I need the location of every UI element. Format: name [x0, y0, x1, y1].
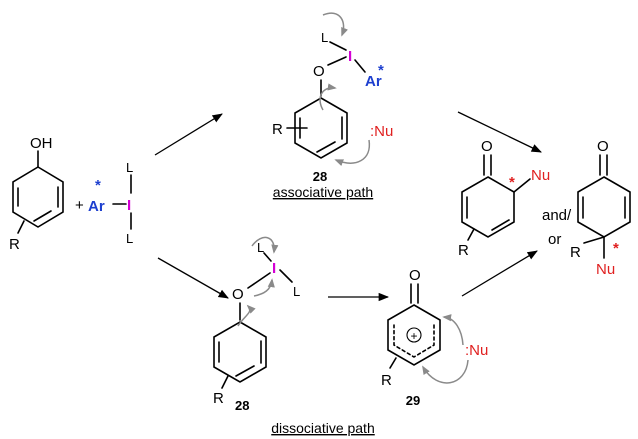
para-nu: Nu: [596, 261, 615, 278]
arrow-to-associative: [154, 113, 223, 156]
assoc-compound-number: 28: [313, 169, 327, 184]
dissoc-i-o-bond: [247, 272, 271, 289]
phenol-ring: [12, 166, 64, 228]
curly-arrow-cation-bottom: [422, 359, 469, 384]
connector-and: and/: [542, 207, 572, 224]
assoc-r: R: [272, 121, 283, 138]
curly-arrow-dissoc-l: [251, 236, 279, 254]
phenol-oh: OH: [30, 135, 53, 152]
curly-arrow-dissoc-i-o: [253, 278, 275, 297]
curly-arrow-l: [322, 12, 348, 37]
product-para-dienone: O R * Nu: [570, 138, 631, 278]
dissoc-r-bond: [221, 375, 229, 389]
curly-arrow-dissoc-ring: [237, 304, 256, 327]
para-co-double-bond: [599, 154, 608, 176]
dissoc-l-i-bond: [263, 252, 272, 262]
hypervalent-iodine-reagent: + * Ar I L L: [75, 160, 133, 246]
phenol-r-bond: [17, 220, 25, 234]
dissoc-double-bonds: [218, 340, 262, 377]
cation-r-bond: [389, 357, 397, 369]
assoc-i-ar-bond: [354, 59, 366, 73]
cation-delocalized: [393, 324, 435, 358]
ortho-star: *: [509, 174, 515, 191]
dissoc-ring: [213, 321, 267, 383]
ortho-co-double-bond: [483, 154, 492, 176]
assoc-l: L: [321, 30, 328, 45]
dissociative-intermediate: L I L O R 28 dissociative path: [213, 236, 375, 436]
assoc-o: O: [313, 63, 325, 80]
dissoc-compound-number: 28: [235, 398, 249, 413]
assoc-star: *: [378, 62, 384, 79]
assoc-ar: Ar: [365, 73, 382, 90]
arrow-associative-to-products: [457, 111, 542, 153]
cation-o: O: [409, 267, 421, 284]
arrow-cation-to-products: [461, 250, 538, 297]
curly-arrow-nu: [334, 139, 371, 167]
dissociative-path-caption: dissociative path: [271, 420, 375, 436]
cation-co-double-bond: [410, 283, 419, 304]
assoc-nu: :Nu: [370, 123, 393, 140]
plus-sign: +: [75, 197, 84, 214]
dissoc-l-top: L: [257, 240, 264, 255]
dissoc-o: O: [232, 286, 244, 303]
assoc-i-o-bond: [327, 56, 347, 66]
phenol-double-bonds: [17, 186, 59, 222]
ortho-nu-bond: [513, 178, 531, 193]
ortho-nu: Nu: [531, 167, 550, 184]
cation-plus: +: [410, 329, 417, 343]
ortho-o: O: [481, 138, 493, 155]
reagent-ar: Ar: [88, 198, 105, 215]
dissoc-iodine: I: [272, 260, 276, 277]
para-ring: [577, 176, 631, 238]
ortho-r: R: [458, 242, 469, 259]
phenoxenium-cation: O + R :Nu 29: [381, 267, 488, 408]
associative-intermediate: L I O * Ar R :Nu 28 associative path: [272, 12, 393, 200]
para-o: O: [597, 138, 609, 155]
ortho-double-bonds: [466, 196, 510, 231]
assoc-iodine: I: [348, 48, 352, 65]
cation-nu: :Nu: [465, 342, 488, 359]
reagent-star: *: [95, 177, 101, 194]
cation-compound-number: 29: [406, 393, 420, 408]
reagent-iodine: I: [127, 197, 131, 214]
ortho-r-bond: [467, 228, 475, 241]
reagent-l-top: L: [126, 160, 133, 175]
connector-or: or: [548, 231, 561, 248]
assoc-l-i-bond: [329, 41, 347, 51]
dissoc-l-right: L: [293, 284, 300, 299]
para-double-bonds: [582, 196, 626, 219]
phenol-r: R: [9, 236, 20, 253]
assoc-ring: [294, 97, 348, 159]
para-star: *: [613, 240, 619, 257]
associative-path-caption: associative path: [273, 184, 373, 200]
dissoc-r: R: [213, 390, 224, 407]
dissoc-i-l-bond: [279, 269, 293, 283]
curly-arrow-cation-top: [442, 314, 464, 346]
para-r-bond: [583, 236, 605, 244]
curly-arrow-ring-o: [319, 83, 337, 111]
phenol: OH R: [9, 135, 64, 253]
product-ortho-dienone: O * Nu R: [458, 138, 550, 259]
ortho-ring: [461, 176, 515, 238]
cation-ring: [387, 304, 441, 366]
cation-r: R: [381, 372, 392, 389]
reagent-l-bottom: L: [126, 231, 133, 246]
cation-plus-circle: [406, 327, 422, 343]
arrow-to-dissociative: [157, 257, 229, 299]
para-r: R: [570, 244, 581, 261]
assoc-double-bonds: [299, 116, 343, 153]
